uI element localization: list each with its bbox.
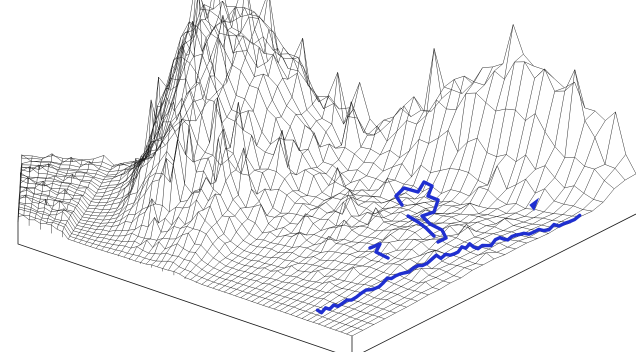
route-main-line xyxy=(315,213,582,315)
mesh-row-line xyxy=(21,15,626,181)
mesh-column-line xyxy=(123,0,217,258)
mesh-row-line xyxy=(20,0,549,234)
mesh-column-line xyxy=(290,54,524,315)
mesh-column-line xyxy=(257,79,463,304)
mesh-column-line xyxy=(207,101,371,287)
mesh-column-line xyxy=(90,151,156,247)
mesh-column-line xyxy=(262,75,473,306)
mesh-column-line xyxy=(351,173,636,337)
mesh-row-line xyxy=(20,19,538,239)
mesh-column-line xyxy=(190,96,340,280)
mesh-row-line xyxy=(18,202,407,308)
mesh-column-line xyxy=(173,57,309,272)
blue-route-path xyxy=(315,180,582,315)
mesh-column-line xyxy=(324,69,586,327)
mesh-column-line xyxy=(118,20,207,256)
mesh-column-line xyxy=(307,68,555,321)
mesh-column-line xyxy=(157,0,278,267)
mesh-column-line xyxy=(28,157,43,220)
mesh-column-line xyxy=(223,107,401,293)
mesh-column-line xyxy=(346,154,626,335)
mesh-column-line xyxy=(296,61,534,317)
mesh-column-line xyxy=(45,156,74,224)
mesh-column-line xyxy=(73,162,125,242)
mesh-column-line xyxy=(56,158,94,230)
mesh-row-line xyxy=(20,40,516,250)
route-arrow-marker xyxy=(529,197,540,212)
mesh-column-line xyxy=(268,67,483,308)
route-loop-line xyxy=(394,180,448,244)
mesh-column-line xyxy=(201,82,360,285)
mesh-column-line xyxy=(340,111,616,333)
mesh-row-line xyxy=(18,194,418,302)
mesh-column-line xyxy=(101,123,176,251)
mesh-column-line xyxy=(335,120,606,331)
mesh-column-line xyxy=(312,87,565,323)
mesh-row-line xyxy=(18,203,396,314)
mesh-row-line xyxy=(20,9,560,228)
terrain-mesh-columns xyxy=(17,0,636,337)
mesh-column-line xyxy=(285,24,514,313)
mesh-row-line xyxy=(21,0,582,217)
terrain-mesh-rows xyxy=(17,0,636,337)
mesh-column-line xyxy=(129,0,227,259)
mesh-column-line xyxy=(273,66,493,310)
mesh-column-line xyxy=(106,76,186,253)
mesh-column-line xyxy=(23,155,33,216)
mesh-column-line xyxy=(51,159,84,226)
mesh-column-line xyxy=(162,29,289,269)
mesh-column-line xyxy=(34,153,53,220)
mesh-column-line xyxy=(67,165,115,240)
mesh-row-line xyxy=(19,121,473,271)
mesh-column-line xyxy=(95,140,166,249)
mesh-row-line xyxy=(21,7,604,203)
mesh-column-line xyxy=(62,155,105,232)
mesh-column-line xyxy=(251,86,452,302)
mesh-row-line xyxy=(21,14,593,212)
mesh-column-line xyxy=(145,6,258,265)
mesh-column-line xyxy=(179,37,320,275)
route-side-branch xyxy=(368,242,390,260)
block-right-wall xyxy=(362,213,636,352)
mesh-column-line xyxy=(140,0,248,263)
mesh-row-line xyxy=(21,0,615,189)
mesh-column-line xyxy=(134,0,237,262)
mesh-column-line xyxy=(318,82,575,325)
mesh-column-line xyxy=(234,96,422,296)
mesh-row-line xyxy=(19,196,429,296)
mesh-column-line xyxy=(195,72,350,283)
mesh-column-line xyxy=(279,63,504,311)
mesh-column-line xyxy=(184,95,330,278)
terrain-block-base xyxy=(17,162,636,352)
mesh-column-line xyxy=(212,130,381,289)
route-spur-line xyxy=(406,214,436,238)
mesh-row-line xyxy=(21,24,636,174)
mesh-column-line xyxy=(229,105,412,294)
mesh-column-line xyxy=(40,158,64,224)
mesh-column-line xyxy=(17,154,23,217)
mesh-column-line xyxy=(301,69,545,319)
block-front-wall xyxy=(17,162,353,352)
mesh-column-line xyxy=(151,0,268,266)
mesh-column-line xyxy=(168,47,299,271)
mesh-column-line xyxy=(240,110,432,298)
mesh-column-line xyxy=(79,161,135,244)
mesh-column-line xyxy=(246,48,442,300)
